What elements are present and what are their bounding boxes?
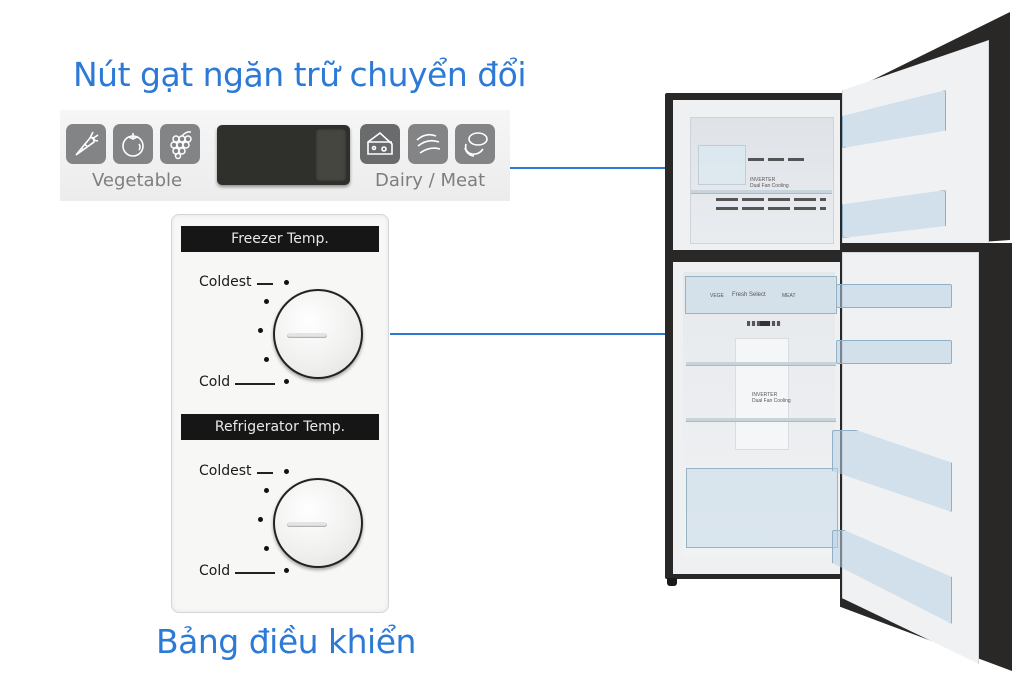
fresh-select-switch-knob[interactable] — [760, 321, 770, 326]
ham-icon — [455, 124, 495, 164]
freezer-temp-header: Freezer Temp. — [181, 226, 379, 252]
fridge-dot — [264, 546, 269, 551]
panel-connector-line — [390, 333, 680, 335]
sausage-icon — [408, 124, 448, 164]
switch-connector-line — [510, 167, 765, 169]
freezer-dot — [284, 280, 289, 285]
fresh-select-text: Fresh Select — [732, 292, 766, 298]
fridge-brand-text: INVERTER — [752, 392, 778, 398]
rear-duct — [735, 338, 789, 450]
freezer-dot — [284, 379, 289, 384]
crisper-vege-text: VEGE — [710, 293, 724, 299]
tomato-icon — [113, 124, 153, 164]
freezer-temp-dial[interactable] — [273, 289, 363, 379]
freezer-vent-lower — [716, 207, 826, 210]
ice-tray — [698, 145, 746, 185]
cheese-icon — [360, 124, 400, 164]
fridge-cold-label: Cold — [199, 563, 231, 579]
vegetable-crisper — [686, 468, 838, 548]
freezer-dot — [264, 357, 269, 362]
freezer-cold-tick — [235, 383, 275, 385]
fridge-brand-subtext: Dual Fan Cooling — [752, 398, 791, 404]
fridge-cold-tick — [235, 572, 275, 574]
fridge-dot — [264, 488, 269, 493]
fridge-dot — [284, 568, 289, 573]
grapes-icon — [160, 124, 200, 164]
fridge-coldest-tick — [257, 472, 273, 474]
freezer-vent-lower — [716, 198, 826, 201]
storage-switch-strip: Vegetable Dairy / Meat — [60, 110, 510, 201]
freezer-brand-subtext: Dual Fan Cooling — [750, 183, 789, 189]
freezer-vent — [748, 158, 808, 161]
fridge-door-bin-1 — [836, 284, 952, 308]
switch-caption: Nút gạt ngăn trữ chuyển đổi — [73, 55, 527, 94]
storage-mode-slider[interactable] — [217, 125, 350, 185]
control-panel-caption: Bảng điều khiển — [156, 622, 416, 661]
fridge-foot — [667, 578, 677, 586]
refrigerator-temp-header: Refrigerator Temp. — [181, 414, 379, 440]
freezer-dot — [258, 328, 263, 333]
refrigerator-temp-dial[interactable] — [273, 478, 363, 568]
crisper-meat-text: MEAT — [782, 293, 796, 299]
freezer-shelf — [691, 190, 832, 194]
dairy-meat-label: Dairy / Meat — [375, 170, 486, 191]
carrot-icon — [66, 124, 106, 164]
fridge-door-bin-2 — [836, 340, 952, 364]
fresh-select-drawer — [685, 276, 837, 314]
freezer-coldest-label: Coldest — [199, 274, 252, 290]
freezer-coldest-tick — [257, 283, 273, 285]
fridge-shelf-1 — [686, 362, 836, 366]
freezer-brand-text: INVERTER — [750, 177, 776, 183]
control-panel: Freezer Temp. Coldest Cold Refrigerator … — [171, 214, 389, 613]
fridge-coldest-label: Coldest — [199, 463, 252, 479]
freezer-cold-label: Cold — [199, 374, 231, 390]
vegetable-label: Vegetable — [92, 170, 183, 191]
fridge-shelf-2 — [686, 418, 836, 422]
freezer-dot — [264, 299, 269, 304]
fridge-dot — [284, 469, 289, 474]
fridge-dot — [258, 517, 263, 522]
slider-knob[interactable] — [315, 128, 347, 182]
